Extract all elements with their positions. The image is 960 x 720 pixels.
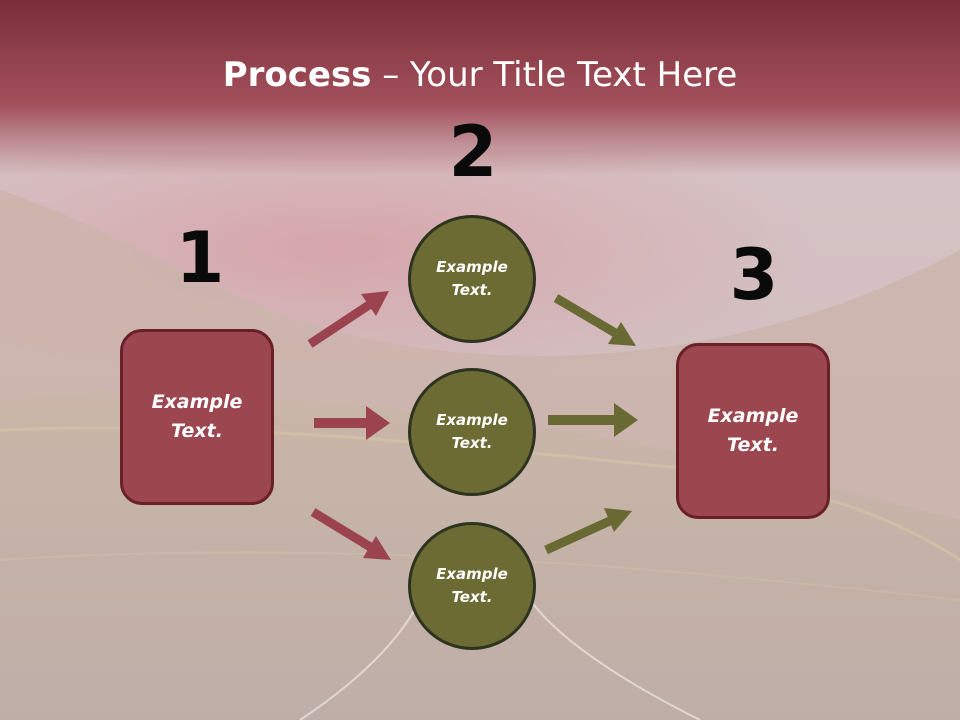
step-number-1: 1 bbox=[175, 217, 225, 299]
step-number-2: 2 bbox=[448, 111, 498, 193]
page-title: Process – Your Title Text Here bbox=[0, 52, 960, 98]
step-2-circle-bottom: Example Text. bbox=[408, 522, 536, 650]
step-3-box: Example Text. bbox=[676, 343, 830, 519]
step-1-label-line1: Example bbox=[151, 391, 243, 413]
circle-middle-label-line1: Example bbox=[436, 411, 508, 429]
arrow-right-down-red bbox=[310, 508, 391, 560]
circle-middle-label-line2: Text. bbox=[451, 434, 493, 452]
step-number-3: 3 bbox=[729, 234, 779, 316]
circle-top-label-line2: Text. bbox=[451, 281, 493, 299]
circle-bottom-label-line1: Example bbox=[436, 565, 508, 583]
step-1-label-line2: Text. bbox=[171, 420, 223, 442]
step-2-circle-top: Example Text. bbox=[408, 215, 536, 343]
circle-top-label-line1: Example bbox=[436, 258, 508, 276]
step-2-circle-middle: Example Text. bbox=[408, 368, 536, 496]
title-bold: Process bbox=[222, 55, 372, 95]
step-1-box: Example Text. bbox=[120, 329, 274, 505]
step-3-label-line2: Text. bbox=[727, 434, 779, 456]
arrow-right-red bbox=[314, 406, 390, 440]
title-rest: – Your Title Text Here bbox=[371, 55, 738, 95]
arrow-right-down-olive bbox=[553, 294, 636, 346]
arrow-right-olive bbox=[548, 403, 638, 437]
arrow-right-up-olive bbox=[544, 508, 632, 555]
arrow-right-up-red bbox=[307, 291, 389, 348]
step-3-label-line1: Example bbox=[707, 405, 799, 427]
circle-bottom-label-line2: Text. bbox=[451, 588, 493, 606]
